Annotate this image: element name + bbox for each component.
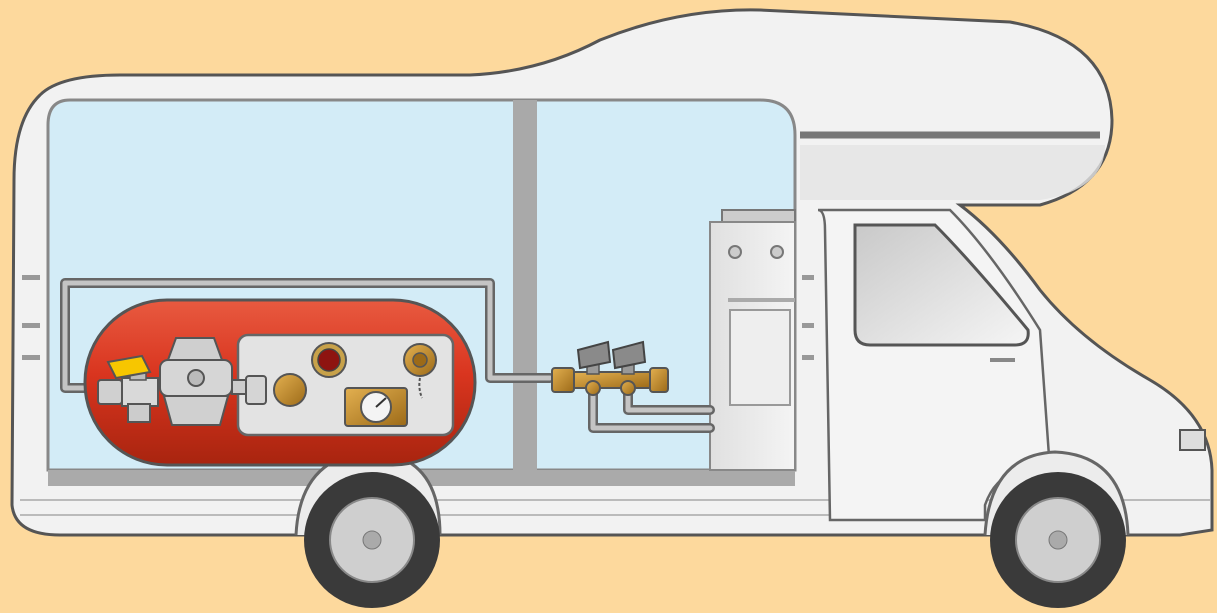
- oven-door: [730, 310, 790, 405]
- relief-valve-cap: [318, 349, 340, 371]
- pipe-connector: [232, 380, 246, 394]
- cooker-knob: [771, 246, 783, 258]
- filler-point-icon: [274, 374, 306, 406]
- overcab-shadow: [800, 145, 1105, 200]
- cooker-hob-rail: [722, 210, 795, 222]
- side-vent: [802, 323, 814, 328]
- side-vent: [802, 355, 814, 360]
- headlight: [1180, 430, 1205, 450]
- rear-vent: [22, 275, 40, 280]
- regulator-base: [164, 396, 228, 425]
- tap-outlet: [621, 381, 635, 395]
- wheel-hub: [363, 531, 381, 549]
- cooker-knob: [729, 246, 741, 258]
- valve-body: [122, 378, 158, 406]
- filler-cap-inner: [413, 353, 427, 367]
- manifold-fitting: [552, 368, 574, 392]
- regulator-dome: [168, 338, 222, 360]
- partition-wall: [513, 100, 537, 470]
- rear-vent: [22, 323, 40, 328]
- valve-outlet: [128, 404, 150, 422]
- rear-vent: [22, 355, 40, 360]
- valve-fitting: [98, 380, 122, 404]
- tap-outlet: [586, 381, 600, 395]
- side-vent: [802, 275, 814, 280]
- pipe-connector: [246, 376, 266, 404]
- gas-cooker: [710, 210, 795, 470]
- contents-gauge: [345, 388, 407, 426]
- manifold-fitting: [650, 368, 668, 392]
- wheel-hub: [1049, 531, 1067, 549]
- lpg-tank: [85, 300, 475, 465]
- regulator-bolt: [188, 370, 204, 386]
